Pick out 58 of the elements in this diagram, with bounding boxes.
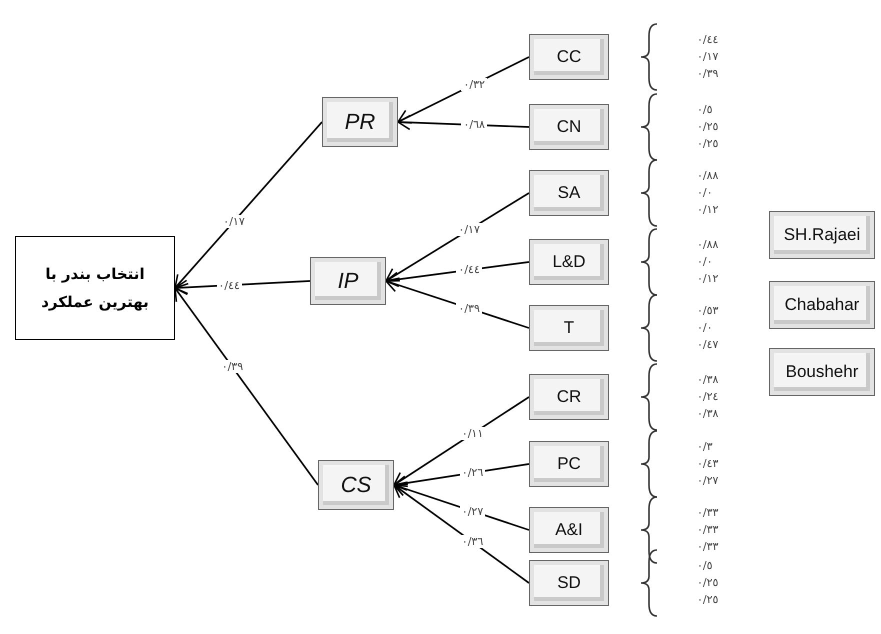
edge-label: ٠/١٧: [456, 223, 482, 236]
weight-label: ٠/٣: [697, 440, 713, 453]
edge-label: ٠/١١: [460, 427, 486, 440]
weight-label: ٠/٨٨: [697, 238, 718, 251]
edge-label: ٠/٣٢: [461, 78, 487, 91]
criterion-box: PR: [322, 97, 398, 147]
weight-label: ٠/٤٧: [697, 338, 718, 351]
subcriterion-box: A&I: [529, 507, 609, 553]
weight-label: ٠/٥٣: [697, 304, 718, 317]
weight-label: ٠/٥: [697, 103, 713, 116]
arrow: [393, 396, 530, 486]
edge-label: ٠/٣٦: [460, 535, 486, 548]
subcriterion-box: L&D: [529, 239, 609, 285]
subcriterion-box: CC: [529, 34, 609, 80]
edge-label: ٠/٢٧: [460, 504, 486, 518]
edge-label: ٠/٢٦: [460, 466, 486, 480]
weight-label: ٠/٠: [697, 186, 713, 199]
arrow: [393, 484, 530, 584]
subcriterion-box: CR: [529, 374, 609, 420]
edge-label: ٠/٦٨: [461, 118, 487, 132]
weight-label: ٠/٣٣: [697, 523, 718, 536]
goal-box: انتخاب بندر با بهترین عملکرد: [15, 236, 175, 340]
alternative-box: Chabahar: [769, 281, 875, 329]
edge-label: ٠/٤٤: [456, 263, 482, 276]
criterion-box: IP: [310, 257, 386, 305]
subcriterion-box: SD: [529, 560, 609, 606]
weight-label: ٠/٣٣: [697, 506, 718, 519]
weight-label: ٠/٢٧: [697, 474, 718, 487]
weight-label: ٠/٣٨: [697, 373, 718, 386]
subcriterion-box: SA: [529, 170, 609, 216]
subcriterion-box: CN: [529, 104, 609, 150]
arrow: [174, 287, 319, 486]
weight-label: ٠/٢٥: [697, 576, 718, 589]
weight-label: ٠/٣٣: [697, 540, 718, 553]
weight-label: ٠/٢٥: [697, 120, 718, 133]
weight-label: ٠/٠: [697, 255, 713, 268]
weight-label: ٠/٣٩: [697, 67, 718, 80]
weight-label: ٠/٢٥: [697, 137, 718, 150]
weight-label: ٠/١٢: [697, 203, 718, 216]
weight-label: ٠/٢٥: [697, 593, 718, 606]
arrow: [385, 192, 530, 282]
subcriterion-box: PC: [529, 441, 609, 487]
criterion-box: CS: [318, 460, 394, 510]
weight-label: ٠/٣٨: [697, 407, 718, 420]
edge-label: ٠/٣٩: [456, 302, 482, 315]
alternative-box: Boushehr: [769, 348, 875, 396]
weight-label: ٠/٤٣: [697, 457, 718, 470]
alternative-box: SH.Rajaei: [769, 211, 875, 259]
edge-label: ٠/٤٤: [216, 278, 242, 292]
weight-label: ٠/٨٨: [697, 169, 718, 182]
weight-label: ٠/٢٤: [697, 390, 718, 403]
subcriterion-box: T: [529, 305, 609, 351]
weight-label: ٠/١٢: [697, 272, 718, 285]
weight-label: ٠/٠: [697, 321, 713, 334]
arrow: [174, 121, 323, 289]
weight-label: ٠/١٧: [697, 50, 718, 63]
weight-label: ٠/٥: [697, 559, 713, 572]
weight-label: ٠/٤٤: [697, 33, 718, 46]
